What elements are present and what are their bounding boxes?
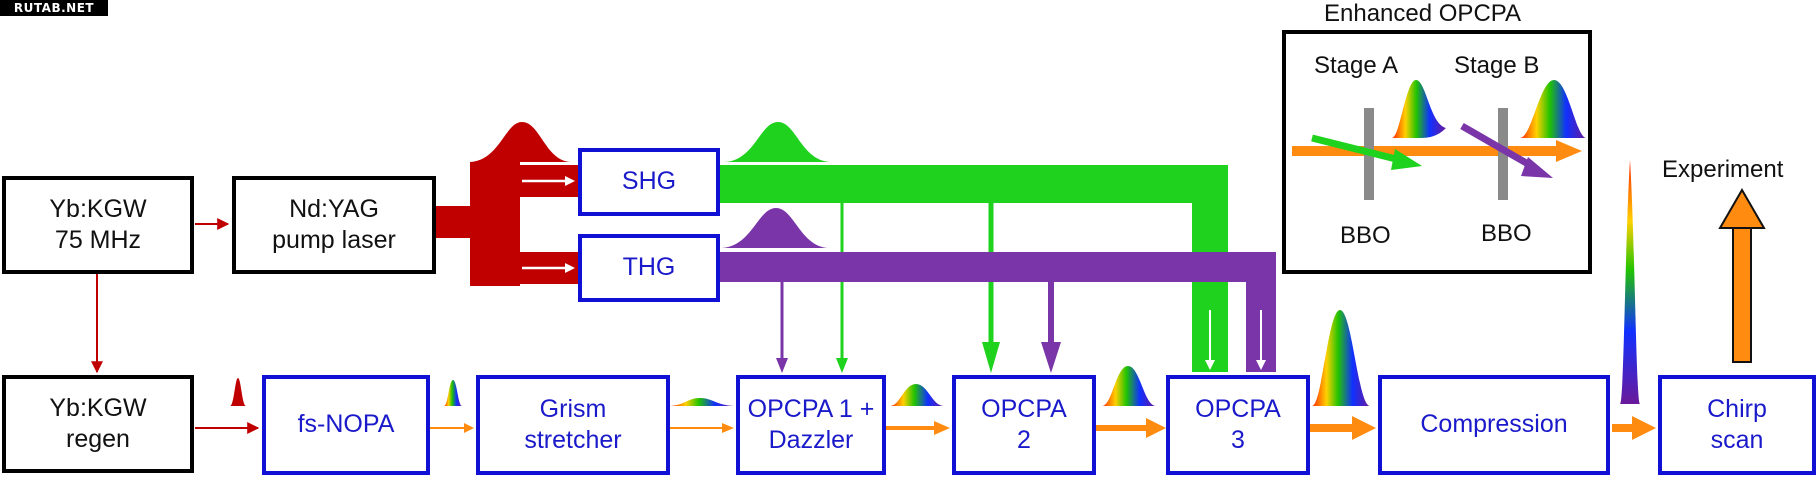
stretcher-spectrum xyxy=(670,398,734,406)
stage-b-spectrum xyxy=(1520,80,1586,138)
thg-box: THG xyxy=(578,234,720,302)
pump-beam xyxy=(436,162,580,286)
inset-orange-beam-head xyxy=(1556,140,1582,162)
experiment-arrow xyxy=(1718,188,1766,363)
yb-kgw-oscillator-box: Yb:KGW 75 MHz xyxy=(2,176,194,274)
compression-box: Compression xyxy=(1378,375,1610,475)
shg-box: SHG xyxy=(578,148,720,216)
purple-beam xyxy=(720,252,1276,373)
grism-line2: stretcher xyxy=(524,426,622,454)
chirp-scan-box: Chirp scan xyxy=(1658,375,1816,475)
watermark: RUTAB.NET xyxy=(0,0,108,16)
fs-nopa-box: fs-NOPA xyxy=(262,375,430,475)
stage-a-green-beam xyxy=(1311,134,1401,164)
experiment-arrow-head xyxy=(1718,188,1766,229)
opcpa3-line1: OPCPA xyxy=(1195,394,1281,423)
opcpa3-box: OPCPA 3 xyxy=(1166,375,1310,475)
white-arrow-green-opcpa3-head xyxy=(1205,360,1215,370)
opcpa2-line1: OPCPA xyxy=(981,394,1067,423)
bbo-label-a: BBO xyxy=(1340,222,1391,249)
opcpa1-line2: Dazzler xyxy=(768,426,854,454)
bbo-crystal-b xyxy=(1498,108,1508,200)
green-pulse-shape xyxy=(725,122,830,162)
inset-title: Enhanced OPCPA xyxy=(1324,0,1522,27)
inset-panel xyxy=(1282,30,1592,274)
opcpa1-dazzler-box: OPCPA 1 + Dazzler xyxy=(736,375,886,475)
stage-b-purple-beam-head xyxy=(1521,157,1553,178)
compression-label: Compression xyxy=(1420,410,1568,439)
opcpa2-spectrum xyxy=(1102,366,1156,406)
opcpa2-box: OPCPA 2 xyxy=(952,375,1096,475)
stage-a-green-beam-head xyxy=(1391,149,1422,170)
arrow-grism-opcpa1-head xyxy=(722,423,734,433)
osc-line2: 75 MHz xyxy=(54,226,142,254)
regen-line2: regen xyxy=(66,425,130,453)
purple-beam-down xyxy=(1228,252,1276,372)
bbo-label-b: BBO xyxy=(1481,220,1532,247)
stage-a-spectrum xyxy=(1392,80,1446,138)
opcpa2-line2: 2 xyxy=(1017,426,1031,454)
red-pulse-shape xyxy=(470,122,570,162)
shg-label: SHG xyxy=(621,167,677,196)
arrow-opcpa2-opcpa3-head xyxy=(1146,418,1166,438)
pump-line1: Nd:YAG xyxy=(289,194,379,223)
opcpa3-spectrum xyxy=(1312,310,1370,406)
pump-beam-stub xyxy=(436,206,472,238)
fs-nopa-label: fs-NOPA xyxy=(297,410,395,439)
purple-branch-2-head xyxy=(1041,342,1061,373)
inset-orange-beam xyxy=(1292,146,1560,156)
white-arrow-purple-opcpa3-head xyxy=(1256,360,1266,370)
opcpa1-line1: OPCPA 1 + xyxy=(747,394,875,423)
white-arrow-shg-head xyxy=(565,176,575,186)
chirp-line1: Chirp xyxy=(1707,394,1767,423)
green-beam-main xyxy=(720,165,1228,372)
purple-beam-main xyxy=(720,252,1228,282)
arrow-opcpa3-compression-head xyxy=(1352,416,1376,440)
regen-line1: Yb:KGW xyxy=(49,393,147,422)
thg-label: THG xyxy=(622,253,676,282)
nd-yag-pump-box: Nd:YAG pump laser xyxy=(232,176,436,274)
yb-kgw-regen-box: Yb:KGW regen xyxy=(2,375,194,473)
stage-a-label: Stage A xyxy=(1314,52,1399,79)
orange-chain-arrows xyxy=(430,416,1656,440)
white-arrow-thg-head xyxy=(565,263,575,273)
opcpa3-line2: 3 xyxy=(1231,426,1245,454)
green-branch-2-head xyxy=(982,342,1000,373)
grism-stretcher-box: Grism stretcher xyxy=(476,375,670,475)
chirp-line2: scan xyxy=(1710,426,1764,454)
regen-pulse-shape xyxy=(230,378,246,406)
grism-line1: Grism xyxy=(539,394,607,423)
arrow-compression-chirp-head xyxy=(1632,416,1656,440)
purple-branch-1-head xyxy=(776,358,788,373)
stage-b-purple-beam xyxy=(1460,122,1537,172)
green-branch-1-head xyxy=(836,358,848,373)
arrow-nopa-grism-head xyxy=(464,423,474,433)
stage-b-label: Stage B xyxy=(1454,52,1540,79)
experiment-arrow-shaft xyxy=(1732,225,1752,363)
osc-line1: Yb:KGW xyxy=(49,194,147,223)
pump-line2: pump laser xyxy=(272,226,396,254)
compressed-pulse xyxy=(1620,160,1640,404)
nopa-spectrum xyxy=(444,380,462,406)
opcpa1-spectrum xyxy=(890,384,944,406)
experiment-label: Experiment xyxy=(1662,156,1784,183)
arrow-opcpa1-opcpa2-head xyxy=(934,421,950,435)
purple-pulse-shape xyxy=(722,208,828,248)
